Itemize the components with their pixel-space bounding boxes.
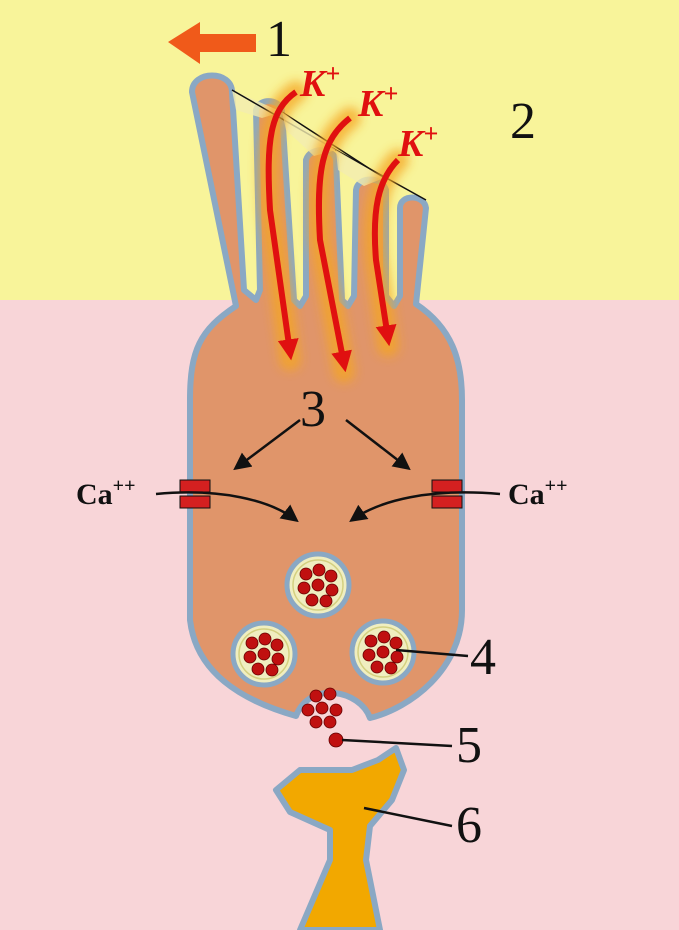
synaptic-vesicle-right <box>352 621 414 683</box>
synaptic-vesicle-left <box>233 623 295 685</box>
synaptic-vesicle-top <box>287 554 349 616</box>
neurotransmitter-molecule <box>329 733 343 747</box>
label-3: 3 <box>300 381 326 438</box>
label-6: 6 <box>456 797 482 854</box>
label-2: 2 <box>510 93 536 150</box>
label-1: 1 <box>266 11 292 68</box>
label-4: 4 <box>470 629 496 686</box>
label-5: 5 <box>456 717 482 774</box>
